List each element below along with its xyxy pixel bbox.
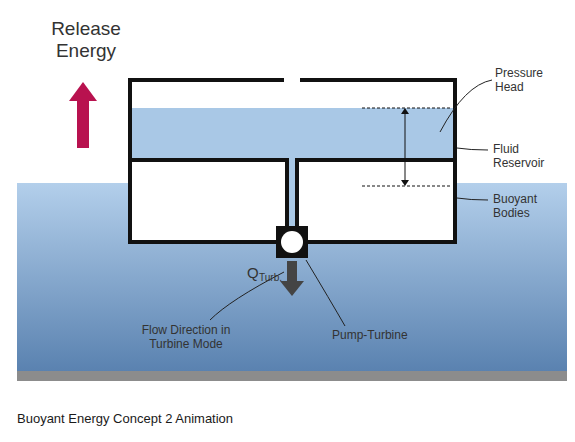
part-label: Fluid Reservoir — [493, 142, 553, 170]
figure-caption: Buoyant Energy Concept 2 Animation — [17, 411, 417, 427]
part-label: Pump-Turbine — [332, 328, 422, 342]
flow-note: Flow Direction in Turbine Mode — [138, 323, 234, 351]
part-label: Pressure Head — [495, 66, 555, 94]
energy-label: Release Energy — [46, 18, 126, 62]
flow-subscript: Turb. — [259, 272, 289, 284]
part-label: Buoyant Bodies — [493, 192, 553, 220]
